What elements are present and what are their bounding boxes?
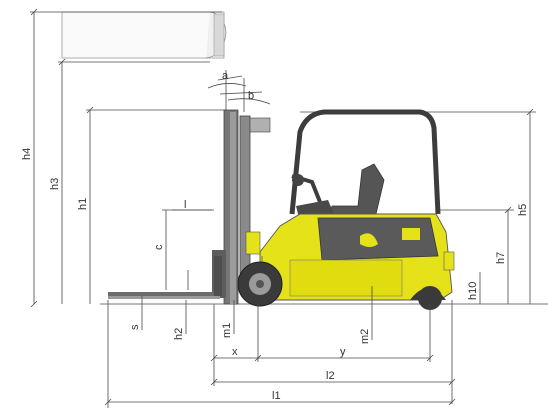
tilt-angle-marks bbox=[207, 70, 271, 112]
label-l2: l2 bbox=[326, 370, 335, 382]
truck-body bbox=[245, 213, 455, 301]
label-h10: h10 bbox=[467, 282, 479, 300]
label-a: a bbox=[222, 70, 229, 82]
label-l1: l1 bbox=[272, 390, 281, 402]
label-c: c bbox=[153, 244, 165, 250]
label-h4: h4 bbox=[21, 148, 33, 160]
label-m2: m2 bbox=[359, 329, 371, 344]
label-m1: m1 bbox=[221, 323, 233, 338]
forks bbox=[108, 256, 222, 299]
dimension-ticks bbox=[30, 8, 534, 406]
label-l: l bbox=[184, 199, 186, 211]
label-h2: h2 bbox=[173, 328, 185, 340]
rear-wheel bbox=[410, 286, 446, 310]
label-h1: h1 bbox=[77, 198, 89, 210]
label-h7: h7 bbox=[495, 252, 507, 264]
overhead-guard bbox=[289, 109, 441, 215]
label-h3: h3 bbox=[49, 178, 61, 190]
front-wheel bbox=[237, 261, 283, 307]
label-x: x bbox=[232, 346, 238, 358]
label-y: y bbox=[340, 346, 346, 358]
label-s: s bbox=[129, 324, 141, 330]
label-h5: h5 bbox=[517, 204, 529, 216]
seat-and-controls bbox=[291, 163, 385, 222]
label-b: b bbox=[248, 90, 254, 102]
raised-fork bbox=[61, 11, 227, 59]
